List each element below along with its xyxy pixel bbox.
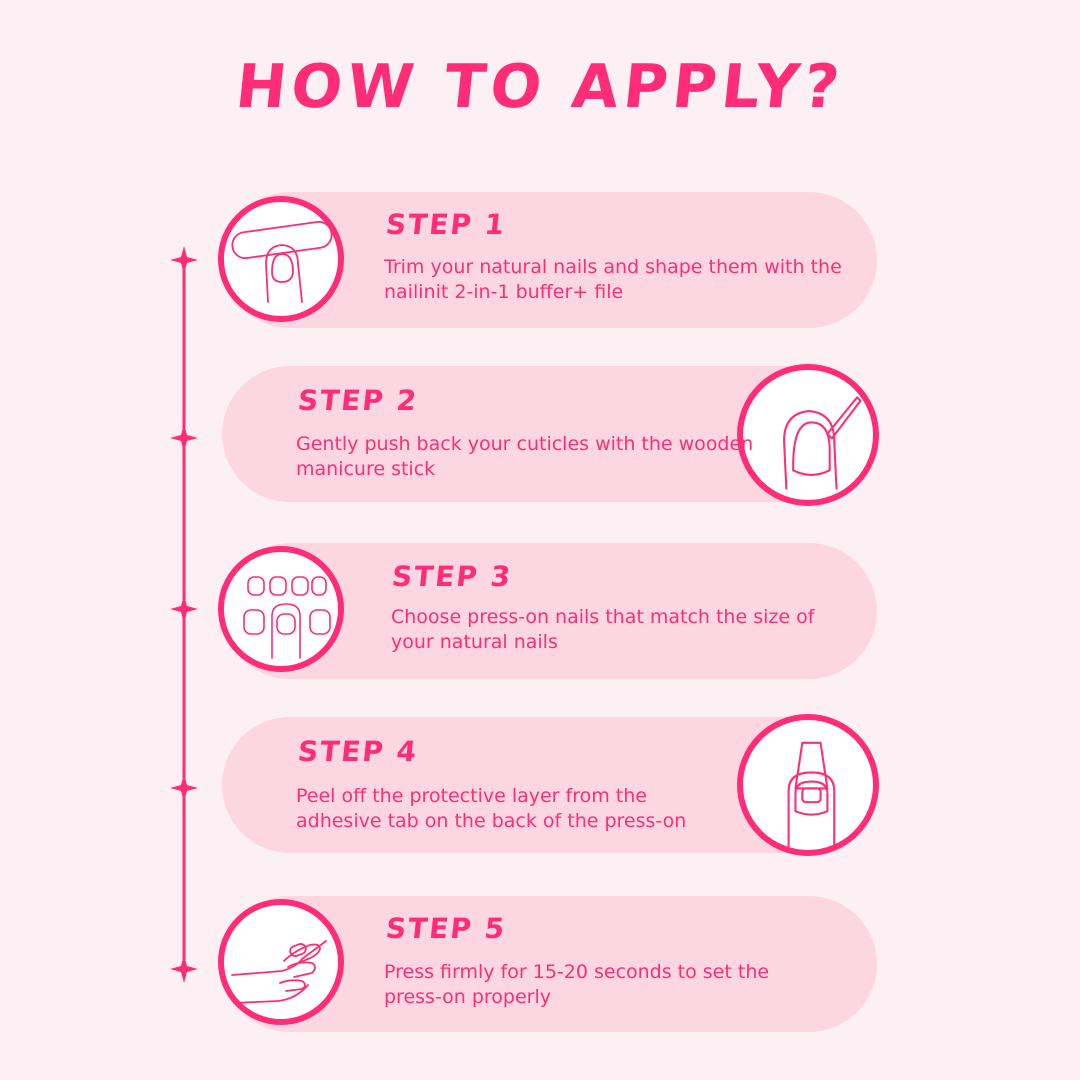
- cuticle-stick-icon: [783, 396, 862, 490]
- step-1-text: Trim your natural nails and shape them w…: [384, 256, 842, 303]
- timeline-star-icon: [170, 424, 198, 452]
- adhesive-tab-icon: [787, 741, 836, 849]
- timeline-star-icon: [170, 955, 198, 983]
- step-5-icon-frame: [218, 899, 344, 1025]
- press-hand-icon: [231, 940, 327, 1004]
- step-5-title: STEP 5: [384, 912, 508, 945]
- step-4-title: STEP 4: [296, 735, 420, 768]
- step-4-text: Peel off the protective layer from the a…: [296, 785, 687, 832]
- timeline: [170, 246, 198, 983]
- step-4-icon-frame: [737, 714, 879, 856]
- step-2-text: Gently push back your cuticles with the …: [296, 433, 754, 480]
- step-3-text: Choose press-on nails that match the siz…: [391, 606, 815, 653]
- page-title: HOW TO APPLY?: [232, 52, 848, 122]
- step-2-icon-frame: [737, 364, 879, 506]
- step-1-title: STEP 1: [384, 208, 508, 241]
- step-5-text: Press firmly for 15-20 seconds to set th…: [384, 961, 770, 1008]
- step-3-icon-frame: [218, 546, 344, 672]
- timeline-star-icon: [170, 246, 198, 274]
- timeline-star-icon: [170, 774, 198, 802]
- step-1-icon-frame: [218, 196, 344, 322]
- step-2-title: STEP 2: [296, 384, 420, 417]
- timeline-star-icon: [170, 595, 198, 623]
- step-3-title: STEP 3: [390, 560, 514, 593]
- nail-file-icon: [231, 220, 333, 303]
- nail-sizes-icon: [243, 576, 331, 659]
